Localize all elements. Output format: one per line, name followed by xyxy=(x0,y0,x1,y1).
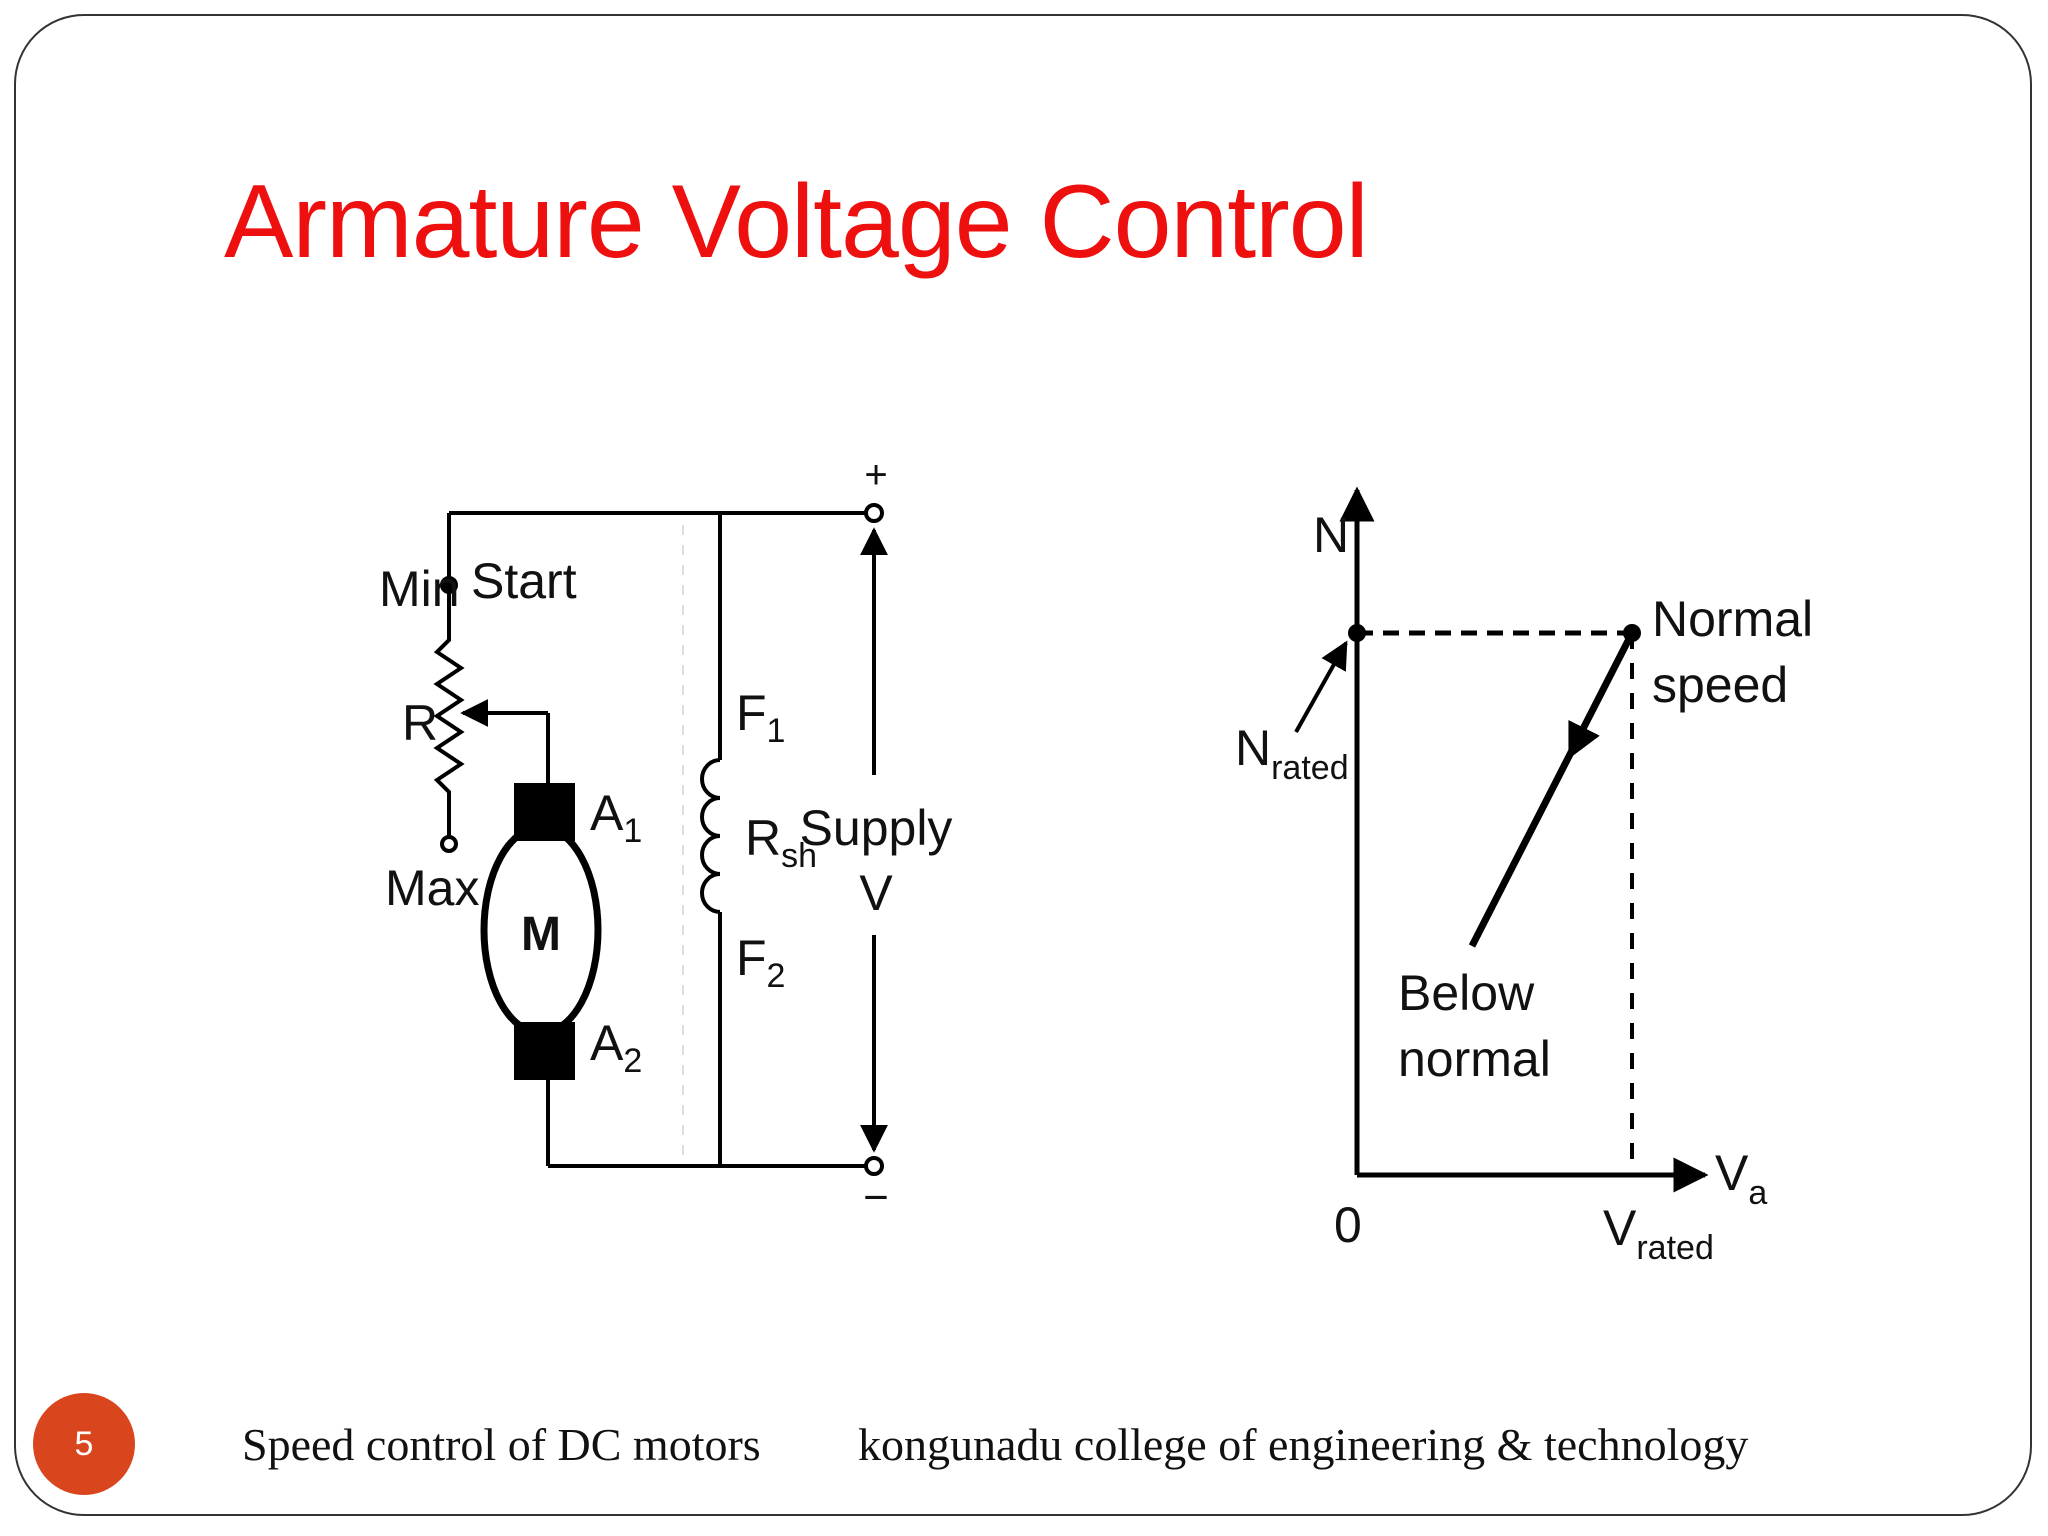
a1-label: A1 xyxy=(590,785,642,850)
brush-a2 xyxy=(514,1022,575,1080)
supply-label: Supply xyxy=(800,800,953,856)
normal-speed-point xyxy=(1623,624,1641,642)
rated-point xyxy=(1348,624,1366,642)
rheostat-resistor xyxy=(433,585,465,838)
slide-frame xyxy=(14,14,2032,1516)
minus-label: − xyxy=(863,1173,889,1222)
f2-label: F2 xyxy=(736,930,785,995)
graph-labels: N Va 0 Nrated Vrated Normal speed Below … xyxy=(1235,507,1827,1267)
rsh-label: Rsh xyxy=(745,810,817,875)
negative-terminal xyxy=(864,1156,884,1176)
slide-title: Armature Voltage Control xyxy=(224,164,1369,280)
origin-label: 0 xyxy=(1334,1197,1362,1253)
footer-topic: Speed control of DC motors xyxy=(242,1419,761,1470)
speed-graph xyxy=(1294,486,1709,1193)
max-label: Max xyxy=(385,860,479,916)
x-axis-label: Va xyxy=(1715,1145,1767,1212)
field-coil xyxy=(700,758,721,914)
brush-a1 xyxy=(514,783,575,841)
n-rated-pointer xyxy=(1294,640,1348,733)
min-label: Min xyxy=(379,561,460,617)
r-label: R xyxy=(402,695,438,751)
f1-label: F1 xyxy=(736,685,785,750)
supply-v-label: V xyxy=(859,865,893,921)
circuit-labels: + − Min Start R Max M A1 A2 F1 F2 Rsh Su… xyxy=(379,453,952,1222)
below-normal-label: Below normal xyxy=(1398,965,1551,1087)
normal-speed-label: Normal speed xyxy=(1652,591,1827,713)
positive-terminal xyxy=(864,503,884,523)
plus-label: + xyxy=(864,453,887,497)
footer-institution: kongunadu college of engineering & techn… xyxy=(858,1419,1749,1470)
start-label: Start xyxy=(471,553,577,609)
a2-label: A2 xyxy=(590,1015,642,1080)
speed-direction-arrow xyxy=(1567,714,1600,760)
max-terminal xyxy=(440,835,458,853)
n-rated-label: Nrated xyxy=(1235,720,1349,787)
min-node xyxy=(440,576,458,594)
circuit-diagram xyxy=(433,503,888,1176)
slide-number-badge: 5 xyxy=(33,1393,135,1495)
v-rated-label: Vrated xyxy=(1603,1200,1714,1267)
y-axis-label: N xyxy=(1313,507,1349,563)
speed-line xyxy=(1468,631,1636,948)
motor-label: M xyxy=(521,908,561,961)
